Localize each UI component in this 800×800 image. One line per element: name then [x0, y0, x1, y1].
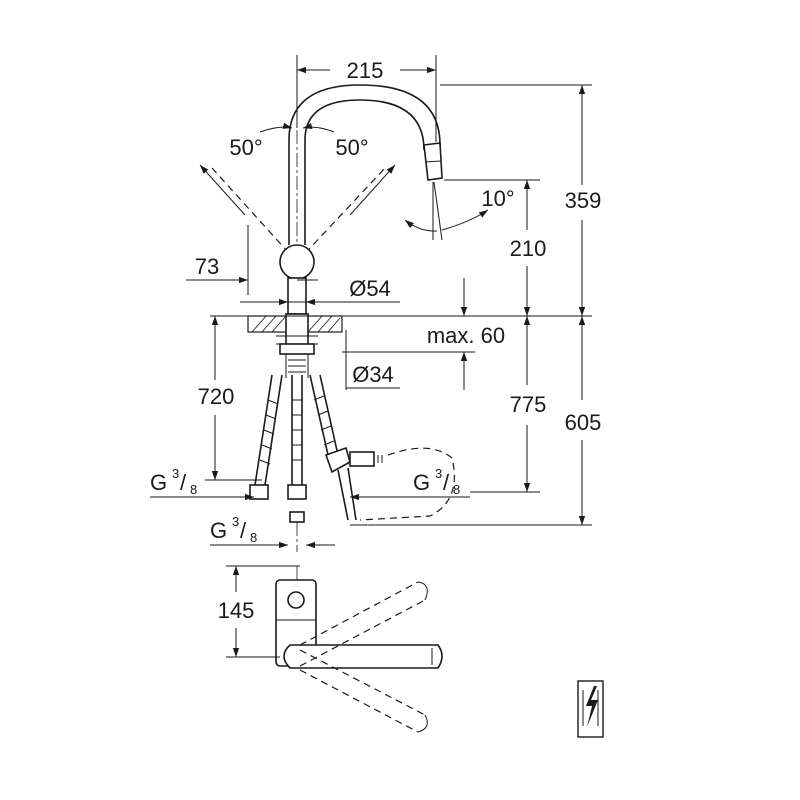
- dim-spout-reach: 215: [347, 58, 384, 83]
- dim-outlet-angle: 10°: [481, 186, 514, 211]
- thread-left-label: G 3 / 8: [150, 466, 197, 497]
- spout: [288, 84, 441, 245]
- top-view: [226, 565, 443, 733]
- dim-hole-diameter: Ø34: [352, 362, 394, 387]
- svg-text:/: /: [240, 518, 247, 543]
- dim-max-thickness: max. 60: [427, 323, 505, 348]
- thread-center-label: G 3 / 8: [210, 514, 257, 545]
- svg-text:8: 8: [453, 482, 460, 497]
- side-view: [150, 55, 592, 552]
- dim-hose-length: 720: [198, 384, 235, 409]
- svg-text:3: 3: [435, 466, 442, 481]
- dim-hose-extent: 775: [510, 392, 547, 417]
- tap-body: [287, 277, 307, 315]
- dim-base-diameter: Ø54: [349, 276, 391, 301]
- aerator: [423, 142, 443, 181]
- svg-text:G: G: [413, 470, 430, 495]
- thread-right-label: G 3 / 8: [413, 466, 460, 497]
- dim-swivel-left: 50°: [229, 135, 262, 160]
- svg-text:G: G: [150, 470, 167, 495]
- dim-below-deck: 605: [565, 410, 602, 435]
- lever-knob: [279, 244, 315, 280]
- electrical-connection-icon: [577, 680, 604, 738]
- dim-lever-offset: 73: [195, 254, 219, 279]
- dim-swivel-right: 50°: [335, 135, 368, 160]
- svg-text:3: 3: [232, 514, 239, 529]
- svg-text:8: 8: [250, 530, 257, 545]
- supply-hoses: [249, 374, 455, 552]
- dim-lever-length: 145: [218, 598, 255, 623]
- lever-top: [283, 644, 443, 669]
- dim-outlet-height: 210: [510, 236, 547, 261]
- mounting-deck: [247, 313, 343, 378]
- svg-text:/: /: [180, 470, 187, 495]
- spout-inner: [304, 99, 425, 245]
- svg-text:G: G: [210, 518, 227, 543]
- svg-text:/: /: [443, 470, 450, 495]
- svg-text:3: 3: [172, 466, 179, 481]
- dim-total-height: 359: [565, 188, 602, 213]
- svg-text:8: 8: [190, 482, 197, 497]
